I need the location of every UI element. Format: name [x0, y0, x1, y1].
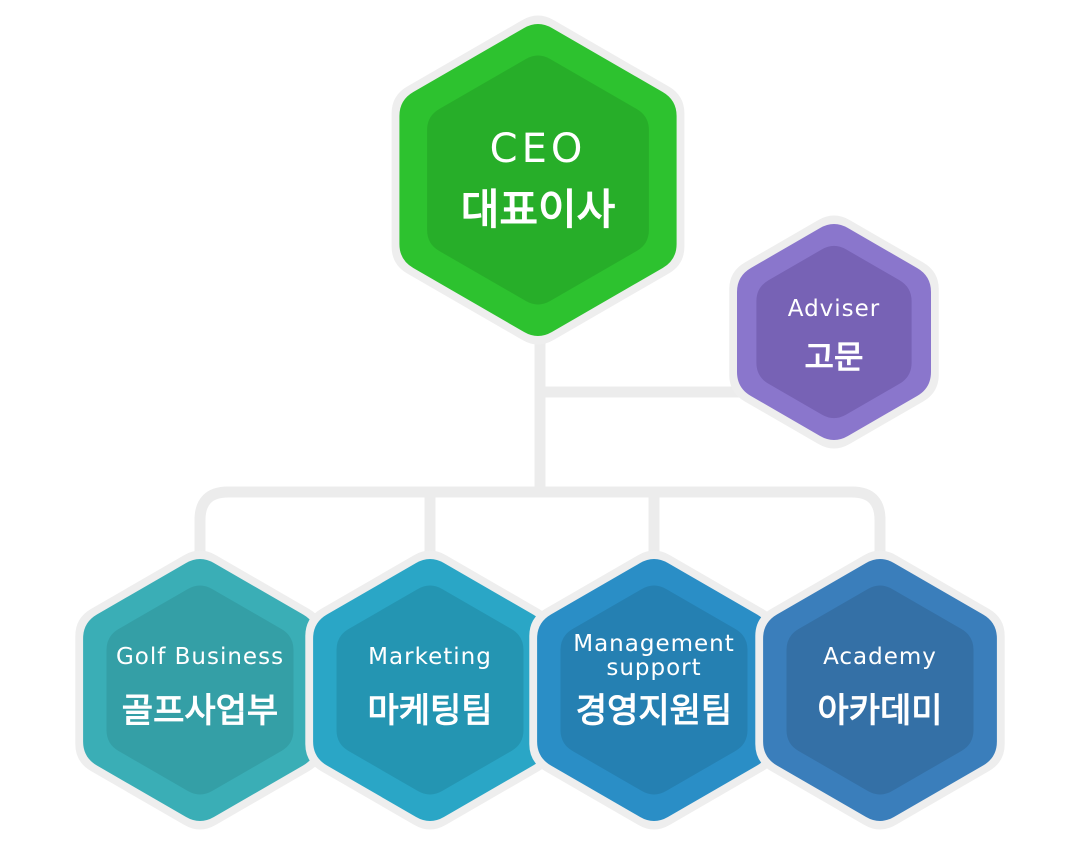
adviser-node-inner-hex [756, 245, 912, 419]
team-node-management-support-inner-hex [560, 585, 748, 795]
adviser-node-english-label: Adviser [788, 296, 881, 322]
team-node-management-support-english-label: support [606, 655, 701, 681]
team-node-marketing-korean-label: 마케팅팀 [367, 691, 492, 731]
team-node-golf-business-inner-hex [106, 585, 294, 795]
adviser-node: Adviser 고문 [729, 215, 939, 449]
connector-lines [194, 294, 886, 566]
team-node-golf-business-korean-label: 골프사업부 [122, 691, 278, 731]
team-node-marketing: Marketing 마케팅팀 [305, 550, 555, 830]
ceo-node-korean-label: 대표이사 [461, 185, 616, 234]
team-node-academy-korean-label: 아카데미 [817, 691, 942, 731]
team-node-academy-inner-hex [786, 585, 974, 795]
ceo-node-inner-hex [427, 55, 649, 305]
team-node-golf-business-english-label: Golf Business [116, 644, 284, 670]
team-node-marketing-english-label: Marketing [368, 644, 492, 670]
team-node-management-support-english-label: Management [573, 631, 735, 657]
ceo-node: CEO 대표이사 [391, 15, 685, 345]
team-node-management-support-korean-label: 경영지원팀 [576, 691, 732, 731]
adviser-node-korean-label: 고문 [805, 338, 864, 376]
org-nodes: CEO 대표이사 Adviser 고문 Golf Business 골프사업부 Market… [75, 15, 1005, 830]
team-node-academy-english-label: Academy [823, 644, 937, 670]
team-bus-line [194, 486, 886, 566]
ceo-node-english-label: CEO [490, 126, 587, 172]
team-node-marketing-inner-hex [336, 585, 524, 795]
team-node-golf-business: Golf Business 골프사업부 [75, 550, 325, 830]
team-node-academy: Academy 아카데미 [755, 550, 1005, 830]
